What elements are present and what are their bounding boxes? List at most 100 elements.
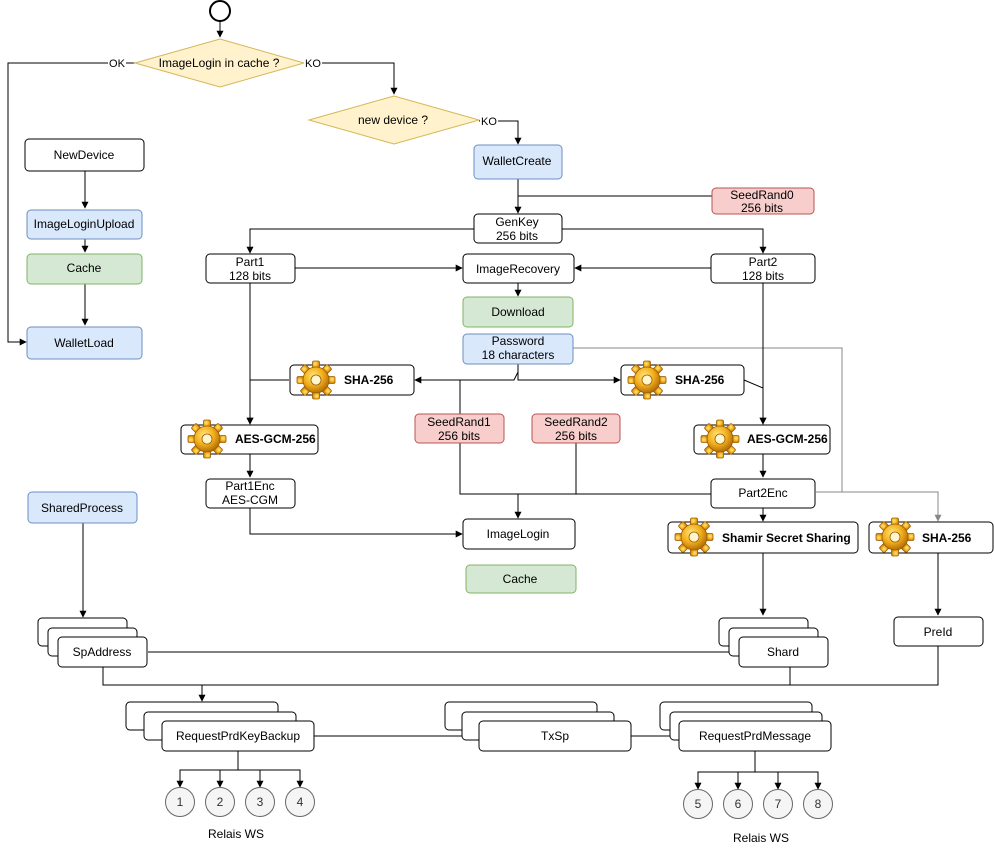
part1enc-box: [205, 478, 296, 509]
requestprdmessage-box: [678, 720, 832, 752]
relay-2-label: 2: [217, 795, 224, 809]
edge-sha-right-to-aes-right: [743, 379, 767, 425]
relay-8: [803, 789, 833, 819]
gear-icon: [700, 419, 740, 459]
gear-icon: [627, 360, 667, 400]
sha256-far-right-label: SHA-256: [922, 531, 972, 545]
seedrand2-bits: 256 bits: [555, 429, 597, 443]
edges: [7, 21, 942, 790]
walletcreate-box: [473, 144, 563, 180]
shard-label: Shard: [767, 645, 799, 659]
gear-icon: [875, 517, 915, 557]
edge-seedrand2-down: [518, 443, 577, 495]
seedrand2-label: SeedRand2: [544, 415, 608, 429]
sha256-right-label: SHA-256: [675, 373, 725, 387]
part2enc-box: [710, 478, 816, 509]
edge-message-to-relay-7: [755, 771, 782, 790]
seedrand1-box: [414, 413, 505, 444]
newdevice-label: NewDevice: [54, 148, 115, 162]
relay-6-label: 6: [735, 797, 742, 811]
password-chars: 18 characters: [482, 348, 555, 362]
gear-icon: [187, 419, 227, 459]
spaddress-box: [57, 636, 148, 668]
edge-genkey-to-part1: [246, 228, 474, 254]
relay-2: [205, 787, 235, 817]
ko-label-2: KO: [481, 116, 497, 128]
edge-ko-to-new-device: [304, 62, 398, 95]
edge-collector-bus: [102, 646, 939, 686]
download-box: [462, 296, 574, 328]
relay-7-label: 7: [775, 797, 782, 811]
genkey-bits: 256 bits: [496, 229, 538, 243]
aes-right-label: AES-GCM-256: [747, 432, 828, 446]
edge-part1enc-to-imagelogin: [249, 508, 463, 538]
part1enc-label: Part1Enc: [225, 479, 274, 493]
edge-genkey-to-part2: [562, 228, 767, 254]
decision-new-device-diamond: [307, 95, 481, 145]
relay-1: [165, 787, 195, 817]
edge-password-to-sha-right: [517, 372, 621, 384]
part2-label: Part2: [749, 255, 778, 269]
imagerecovery-label: ImageRecovery: [476, 262, 560, 276]
shamir-box: [667, 521, 859, 554]
newdevice-box: [24, 138, 145, 172]
relais-ws-right-caption: Relais WS: [733, 831, 789, 845]
ok-label-bg: [108, 57, 126, 69]
walletload-label: WalletLoad: [54, 336, 114, 350]
ok-label: OK: [109, 58, 126, 70]
relay-8-label: 8: [815, 797, 822, 811]
walletcreate-label: WalletCreate: [483, 154, 552, 168]
start-node: [209, 0, 231, 22]
relais-ws-left-caption: Relais WS: [208, 827, 264, 841]
relay-7: [763, 789, 793, 819]
preid-label: PreId: [924, 625, 953, 639]
ko-label-1-bg: [304, 57, 322, 69]
sharedprocess-box: [27, 491, 138, 524]
part2-bits: 128 bits: [742, 269, 784, 283]
imagelogin-label: ImageLogin: [487, 527, 550, 541]
aes-left-label: AES-GCM-256: [235, 432, 316, 446]
part1-label: Part1: [236, 255, 265, 269]
cache-center-box: [465, 564, 577, 594]
gear-icon: [296, 360, 336, 400]
gear-icon: [674, 517, 714, 557]
password-box: [462, 333, 574, 365]
imagelogin-box: [462, 518, 576, 550]
relay-3-label: 3: [257, 795, 264, 809]
edge-password-to-sha-left: [414, 364, 519, 384]
decision-new-device-label: new device ?: [358, 113, 428, 127]
spaddress-label: SpAddress: [73, 645, 132, 659]
shamir-label: Shamir Secret Sharing: [722, 531, 851, 545]
seedrand1-bits: 256 bits: [438, 429, 480, 443]
edge-message-to-relay-8: [778, 771, 822, 790]
requestprdmessage-label: RequestPrdMessage: [699, 729, 811, 743]
genkey-label: GenKey: [495, 215, 538, 229]
cache-left-label: Cache: [67, 261, 102, 275]
edge-backup-to-relay-1: [176, 751, 239, 788]
edge-part2enc-to-sha-far-right: [816, 491, 942, 522]
seedrand0-label: SeedRand0: [730, 188, 794, 202]
seedrand2-box: [531, 413, 621, 444]
seedrand0-bits: 256 bits: [741, 201, 783, 215]
download-label: Download: [491, 305, 544, 319]
shard-box: [738, 636, 829, 668]
sha256-left-label: SHA-256: [344, 373, 394, 387]
nodes: ImageLogin in cache ? new device ? OK KO…: [24, 0, 994, 845]
cache-left-box: [26, 253, 143, 285]
requestprdkeybackup-box: [161, 720, 315, 752]
relay-6: [723, 789, 753, 819]
imagerecovery-box: [462, 253, 575, 284]
decision-cache-label: ImageLogin in cache ?: [159, 56, 280, 70]
cache-center-label: Cache: [503, 572, 538, 586]
edge-ok-to-walletload: [7, 62, 135, 346]
seedrand0-box: [711, 187, 815, 215]
edge-message-to-relay-5: [694, 751, 756, 790]
part1enc-algo: AES-CGM: [222, 493, 278, 507]
edge-backup-to-relay-3: [238, 769, 264, 788]
imageloginupload-label: ImageLoginUpload: [34, 217, 135, 231]
txsp-label: TxSp: [541, 729, 569, 743]
imageloginupload-box: [26, 209, 143, 240]
ko-label-2-bg: [480, 115, 498, 127]
genkey-box: [473, 213, 563, 244]
relay-3: [245, 787, 275, 817]
